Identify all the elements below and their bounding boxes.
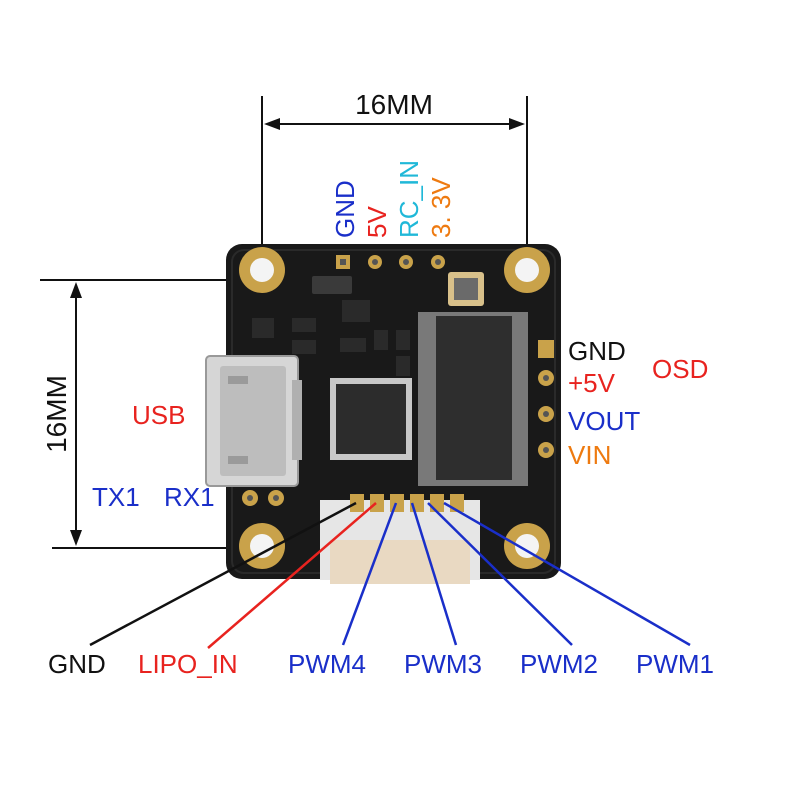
lipo-in-label: LIPO_IN [138,649,238,679]
height-dimension-label: 16MM [41,375,72,453]
osd-chip [418,312,528,486]
width-dimension [261,96,528,270]
top-pin-rc-in-label: RC_IN [394,160,424,238]
usb-label: USB [132,400,185,430]
osd-vin-label: VIN [568,440,611,470]
osd-pads [538,340,554,458]
top-pin-gnd-label: GND [330,180,360,238]
osd-vout-label: VOUT [568,406,640,436]
width-dimension-label: 16MM [355,89,433,120]
pwm2-label: PWM2 [520,649,598,679]
top-pads [336,255,445,269]
mcu-chip [330,378,412,460]
tx1-label: TX1 [92,482,140,512]
osd-gnd-label: GND [568,336,626,366]
pcb-board [226,244,561,584]
pwm3-label: PWM3 [404,649,482,679]
usb-connector [205,355,302,487]
pwm4-label: PWM4 [288,649,366,679]
top-pin-3v3-label: 3. 3V [426,177,456,238]
pin-pointer-lines [89,501,691,649]
osd-title-label: OSD [652,354,708,384]
pwm-connector [320,494,480,584]
uart-pads [242,490,284,506]
rx1-label: RX1 [164,482,215,512]
bottom-gnd-label: GND [48,649,106,679]
osd-5v-label: +5V [568,368,616,398]
pwm1-label: PWM1 [636,649,714,679]
smd-components [252,276,410,376]
top-pin-5v-label: 5V [362,206,392,238]
